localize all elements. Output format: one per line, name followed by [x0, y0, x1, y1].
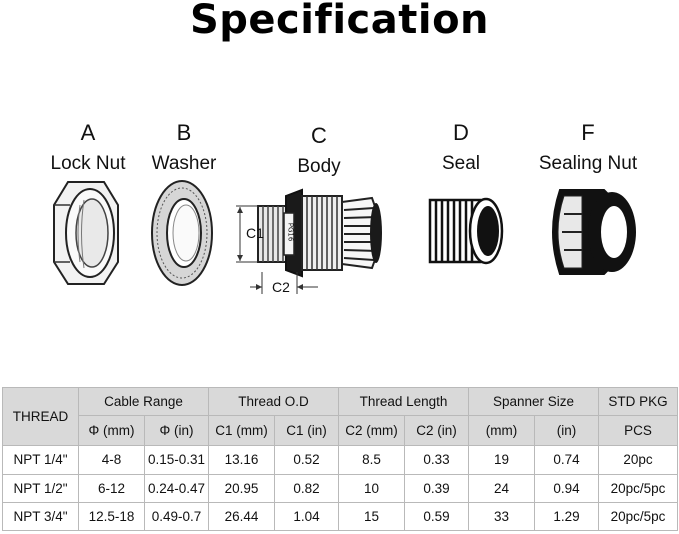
subheader-c1-in: C1 (in): [274, 415, 339, 447]
cell-spanner-in: 0.94: [534, 473, 600, 503]
dimension-label-c1: C1: [246, 225, 264, 241]
header-thread-od: Thread O.D: [208, 386, 339, 417]
sealing-nut-illustration: [552, 189, 636, 275]
table-row: NPT 1/2" 6-12 0.24-0.47 20.95 0.82 10 0.…: [2, 473, 679, 503]
cell-pcs: 20pc/5pc: [598, 501, 679, 532]
cell-c2-in: 0.59: [403, 501, 470, 532]
subheader-c2-mm: C2 (mm): [338, 415, 405, 447]
cell-pcs: 20pc/5pc: [598, 473, 679, 503]
cell-c1-in: 1.04: [274, 501, 339, 532]
cell-cable-in: 0.15-0.31: [144, 445, 209, 475]
part-name-lock-nut: Lock Nut: [50, 153, 126, 174]
subheader-cable-mm: Φ (mm): [78, 415, 145, 447]
header-spanner-size: Spanner Size: [468, 386, 600, 417]
part-name-body: Body: [297, 156, 341, 177]
seal-illustration: [428, 197, 504, 265]
cell-c2-mm: 8.5: [338, 445, 405, 475]
cell-spanner-in: 0.74: [534, 445, 600, 475]
header-thread-length: Thread Length: [337, 386, 470, 417]
washer-illustration: [151, 180, 213, 286]
cell-c2-mm: 15: [338, 501, 405, 532]
cell-c2-mm: 10: [338, 473, 405, 503]
cell-c2-in: 0.33: [403, 445, 470, 475]
table-header-row-units: Φ (mm) Φ (in) C1 (mm) C1 (in) C2 (mm) C2…: [3, 415, 679, 447]
cell-c1-in: 0.52: [274, 445, 339, 475]
header-std-pkg: STD PKG: [598, 386, 679, 417]
header-cable-range: Cable Range: [78, 386, 209, 417]
part-letter-b: B: [176, 120, 192, 145]
table-row: NPT 1/4" 4-8 0.15-0.31 13.16 0.52 8.5 0.…: [2, 445, 679, 475]
subheader-c2-in: C2 (in): [403, 415, 470, 447]
cell-spanner-in: 1.29: [534, 501, 600, 532]
cable-gland-exploded-diagram: [53, 180, 636, 294]
table-header-row-groups: THREAD Cable Range Thread O.D Thread Len…: [2, 386, 679, 447]
part-name-sealing-nut: Sealing Nut: [538, 153, 638, 174]
cell-c2-in: 0.39: [403, 473, 470, 503]
header-thread: THREAD: [2, 386, 79, 447]
cell-spanner-mm: 24: [468, 473, 536, 503]
part-letter-c: C: [311, 123, 327, 148]
cell-cable-in: 0.49-0.7: [144, 501, 209, 532]
cell-c1-mm: 20.95: [208, 473, 275, 503]
dimension-label-c2: C2: [272, 279, 290, 295]
cell-pcs: 20pc: [598, 445, 679, 475]
cell-c1-in: 0.82: [274, 473, 339, 503]
cell-cable-in: 0.24-0.47: [144, 473, 209, 503]
subheader-cable-in: Φ (in): [144, 415, 209, 447]
body-illustration: [236, 188, 382, 294]
cell-cable-mm: 12.5-18: [78, 501, 145, 532]
cell-cable-mm: 6-12: [78, 473, 145, 503]
lock-nut-illustration: [53, 181, 119, 285]
cell-c1-mm: 13.16: [208, 445, 275, 475]
part-name-washer: Washer: [151, 153, 217, 174]
part-name-seal: Seal: [441, 153, 481, 174]
cell-spanner-mm: 33: [468, 501, 536, 532]
page-title: Specification: [189, 0, 490, 43]
cell-c1-mm: 26.44: [208, 501, 275, 532]
subheader-c1-mm: C1 (mm): [208, 415, 275, 447]
body-mark: PG16: [286, 222, 295, 242]
subheader-pcs: PCS: [598, 415, 679, 447]
subheader-spanner-mm: (mm): [468, 415, 536, 447]
cell-cable-mm: 4-8: [78, 445, 145, 475]
part-letter-d: D: [453, 120, 469, 145]
cell-thread: NPT 1/2": [2, 473, 79, 503]
part-letter-f: F: [581, 120, 595, 145]
cell-spanner-mm: 19: [468, 445, 536, 475]
subheader-spanner-in: (in): [534, 415, 600, 447]
part-letter-a: A: [80, 120, 96, 145]
specification-table: THREAD Cable Range Thread O.D Thread Len…: [2, 386, 679, 532]
table-row: NPT 3/4" 12.5-18 0.49-0.7 26.44 1.04 15 …: [2, 501, 679, 532]
cell-thread: NPT 1/4": [2, 445, 79, 475]
cell-thread: NPT 3/4": [2, 501, 79, 532]
